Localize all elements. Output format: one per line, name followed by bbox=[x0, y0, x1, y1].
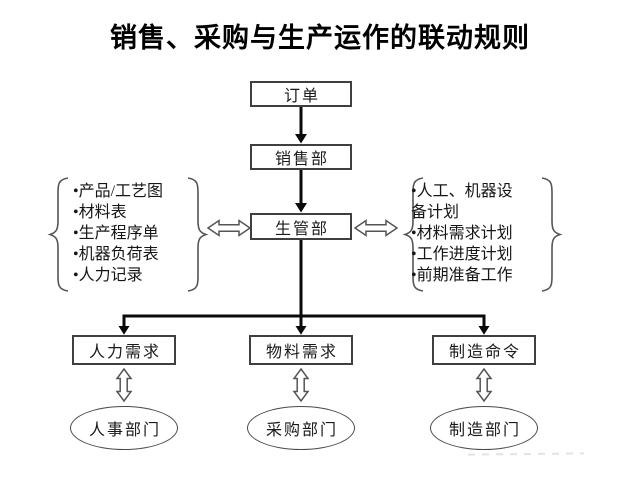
node-manpower-requirement: 人力需求 bbox=[72, 335, 176, 365]
double-arrow-personnel bbox=[115, 367, 133, 403]
brace-left-open bbox=[47, 177, 69, 292]
brace-left-close bbox=[187, 177, 209, 292]
double-arrow-right-group bbox=[353, 219, 399, 237]
double-arrow-purchasing bbox=[292, 367, 310, 403]
node-manufacturing-order: 制造命令 bbox=[432, 335, 536, 365]
list-item: •人工、机器设备计划 bbox=[411, 183, 513, 221]
node-manufacturing-dept: 制造部门 bbox=[430, 406, 538, 450]
list-item: •工作进度计划 bbox=[411, 246, 513, 263]
brace-right-close bbox=[541, 177, 563, 292]
brace-right-open bbox=[402, 177, 424, 292]
node-sales-dept: 销售部 bbox=[250, 144, 352, 170]
node-personnel-dept: 人事部门 bbox=[70, 406, 178, 450]
left-document-list: •产品/工艺图 •材料表 •生产程序单 •机器负荷表 •人力记录 bbox=[73, 181, 191, 286]
arrow-sales-to-production bbox=[295, 170, 307, 213]
right-plan-list: •人工、机器设备计划 •材料需求计划 •工作进度计划 •前期准备工作 bbox=[411, 181, 525, 286]
list-item: •机器负荷表 bbox=[73, 246, 159, 263]
list-item: •产品/工艺图 bbox=[73, 183, 164, 200]
page-title: 销售、采购与生产运作的联动规则 bbox=[110, 23, 530, 53]
list-item: •生产程序单 bbox=[73, 225, 159, 242]
node-order: 订单 bbox=[250, 81, 352, 107]
list-item: •人力记录 bbox=[73, 267, 143, 284]
list-item: •材料表 bbox=[73, 204, 127, 221]
node-material-requirement: 物料需求 bbox=[249, 335, 353, 365]
node-purchasing-dept: 采购部门 bbox=[247, 406, 355, 450]
list-item: •前期准备工作 bbox=[411, 267, 513, 284]
double-arrow-manufacturing bbox=[475, 367, 493, 403]
flow-tree-connector bbox=[118, 240, 490, 335]
double-arrow-left-group bbox=[206, 219, 252, 237]
list-item: •材料需求计划 bbox=[411, 225, 513, 242]
arrow-order-to-sales bbox=[295, 107, 307, 144]
node-production-control-dept: 生管部 bbox=[250, 213, 352, 240]
